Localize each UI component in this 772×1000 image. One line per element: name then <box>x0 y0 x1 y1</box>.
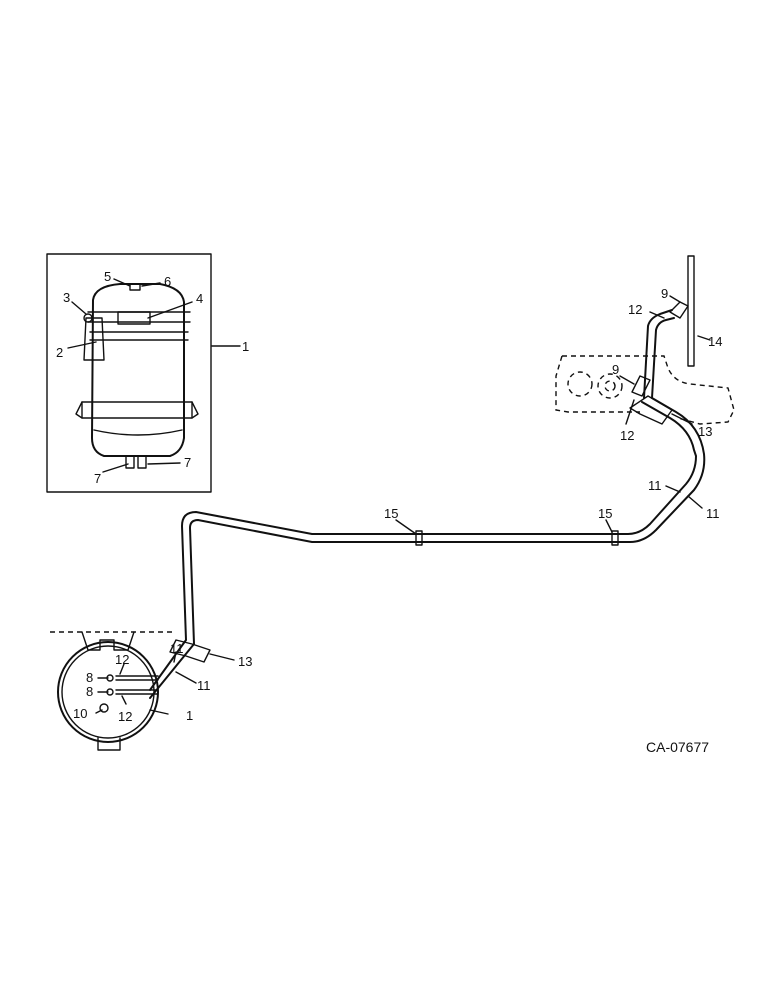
tank-leaders <box>95 651 235 715</box>
inset-strap-feet <box>75 401 199 419</box>
callout-11-right-upper: 11 <box>648 478 662 493</box>
callout-13-right: 13 <box>698 424 712 439</box>
tank-outer-circle <box>57 641 159 743</box>
inset-drain-left <box>125 455 135 469</box>
riser-line-inner <box>651 317 675 399</box>
inset-tank-body <box>91 283 185 457</box>
inset-fitting-3 <box>83 313 93 323</box>
callout-13-left: 13 <box>238 654 252 669</box>
callout-8-upper: 8 <box>86 670 93 685</box>
callout-6: 6 <box>164 274 171 289</box>
fitting-10 <box>99 703 109 713</box>
air-line-outer <box>149 401 697 691</box>
callout-10: 10 <box>73 706 87 721</box>
inset-band-2 <box>89 331 189 341</box>
tank-bottom-bracket <box>97 737 121 751</box>
clamp-left <box>169 639 211 663</box>
callout-8-lower: 8 <box>86 684 93 699</box>
inset-mid-strap <box>81 401 193 419</box>
callout-12-right-lower: 12 <box>620 428 634 443</box>
callout-12-lower: 12 <box>118 709 132 724</box>
clamp-right <box>629 395 673 425</box>
inset-drain-right <box>137 455 147 469</box>
plate-14 <box>687 255 695 367</box>
fitting-9-upper <box>669 301 689 319</box>
line-connector-right <box>611 530 619 546</box>
air-line-inner <box>149 397 706 699</box>
riser-line <box>643 309 673 399</box>
callout-7-right: 7 <box>184 455 191 470</box>
callout-9-lower: 9 <box>612 362 619 377</box>
line-connector-left <box>415 530 423 546</box>
callout-2: 2 <box>56 345 63 360</box>
dashed-circle-b <box>597 373 623 399</box>
dashed-body <box>555 355 735 425</box>
tank-fitting-lines <box>115 675 159 695</box>
callout-11-lower: 11 <box>197 678 211 693</box>
inset-top-band <box>87 311 191 323</box>
reservoir-inset: 1 2 3 4 5 6 7 7 <box>46 253 249 493</box>
callout-1-tank: 1 <box>186 708 193 723</box>
dashed-circle-a <box>567 371 593 397</box>
right-assembly: 9 12 14 9 12 13 11 11 15 15 <box>384 255 735 535</box>
inset-leaders <box>67 278 241 473</box>
callout-3: 3 <box>63 290 70 305</box>
callout-1: 1 <box>242 339 249 354</box>
inset-top-fitting <box>129 283 141 291</box>
dashed-circle-c <box>604 380 616 392</box>
callout-11-right-lower: 11 <box>706 506 720 521</box>
callout-12-upper: 12 <box>115 652 129 667</box>
fitting-9-lower <box>631 375 651 397</box>
callout-15-right: 15 <box>598 506 612 521</box>
inset-bottom <box>93 429 183 436</box>
callout-4: 4 <box>196 291 203 306</box>
callout-5: 5 <box>104 269 111 284</box>
drawing-code: CA-07677 <box>646 739 709 755</box>
callout-12-right-upper: 12 <box>628 302 642 317</box>
inset-bracket <box>83 317 105 361</box>
callout-7-left: 7 <box>94 471 101 486</box>
callout-14: 14 <box>708 334 722 349</box>
tank-end-view: 8 8 10 12 12 1 11 11 13 <box>50 631 252 751</box>
inset-valve <box>117 311 151 325</box>
right-leaders <box>395 295 711 535</box>
air-line <box>149 309 706 699</box>
callout-15-left: 15 <box>384 506 398 521</box>
inset-frame <box>46 253 212 493</box>
callout-9-upper: 9 <box>661 286 668 301</box>
